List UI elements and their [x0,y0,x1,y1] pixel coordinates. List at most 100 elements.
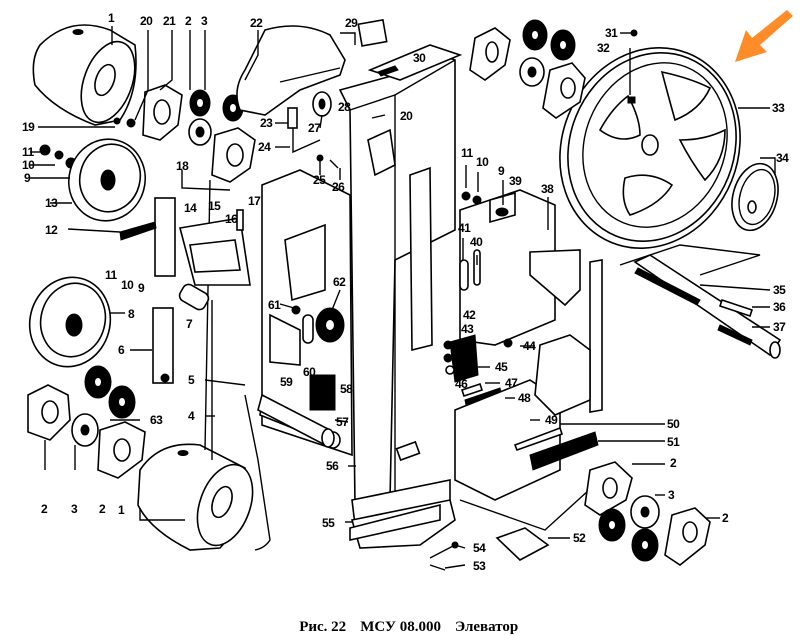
bearing-flange-group-bottom-left [27,365,146,479]
part-label: 44 [523,339,536,353]
pulley-34 [731,162,779,232]
part-label: 54 [473,541,486,555]
part-label: 36 [773,300,786,314]
part-label: 17 [248,194,261,208]
part-label: 49 [545,413,558,427]
shaft-57 [257,393,335,448]
part-label: 25 [313,173,326,187]
drive-drum-top [32,24,137,126]
part-label: 12 [45,223,58,237]
part-label: 33 [772,101,785,115]
figure-caption: Рис. 22 МСУ 08.000 Элеватор [0,602,810,636]
part-label: 40 [470,235,483,249]
part-label: 47 [505,376,518,390]
part-label: 11 [22,145,35,159]
boot-55-56 [349,479,456,549]
part-label: 9 [24,171,31,185]
part-label: 52 [573,531,586,545]
part-label: 9 [138,281,145,295]
part-label: 11 [461,146,474,160]
part-label: 21 [163,14,176,28]
part-label: 63 [150,413,163,427]
part-label: 6 [118,343,125,357]
part-label: 31 [605,26,618,40]
part-label: 20 [140,14,153,28]
arrow-pointer-icon [735,10,793,62]
small-parts-23-28 [287,18,388,169]
part-label: 14 [184,201,197,215]
bearing-flange-group-top-right [469,19,586,119]
leader-lines [30,26,776,569]
part-label: 3 [71,502,78,516]
part-label: 16 [225,212,238,226]
part-label: 34 [776,151,789,165]
top-frame-30 [367,44,463,81]
figure-code: МСУ 08.000 [360,619,441,635]
part-label: 4 [188,409,195,423]
figure-number: Рис. 22 [299,619,347,635]
part-label: 60 [303,365,316,379]
large-pulley-33 [559,29,741,249]
part-label: 28 [338,100,351,114]
belt [244,394,271,551]
part-label: 59 [280,375,293,389]
part-label: 43 [461,322,474,336]
part-label: 62 [333,275,346,289]
elevator-exploded-diagram: 1 20 21 2 3 22 29 30 28 20 23 27 24 25 2… [22,10,793,573]
part-label: 8 [128,307,135,321]
bearing-flange-group-top-left [113,84,256,183]
part-label: 20 [400,109,413,123]
part-label: 51 [667,435,680,449]
drive-drum-bottom [137,443,254,551]
lower-right-plates [443,334,601,531]
part-label: 41 [458,221,471,235]
part-label: 38 [541,182,554,196]
part-label: 29 [345,16,358,30]
part-label: 24 [258,140,271,154]
part-label: 39 [509,174,522,188]
part-label: 57 [336,415,349,429]
part-label: 3 [201,14,208,28]
part-label: 10 [476,155,489,169]
part-label: 37 [773,320,786,334]
part-label: 56 [326,459,339,473]
part-label: 11 [105,268,118,282]
small-parts-52-54 [429,527,550,571]
part-label: 26 [332,180,345,194]
bracket-plates [119,197,251,460]
part-label: 18 [176,159,189,173]
part-label: 27 [308,121,321,135]
part-label: 2 [185,14,192,28]
bracket-38 [529,249,603,413]
part-label: 7 [186,317,193,331]
right-guide-panel [409,166,556,352]
part-label: 2 [722,511,729,525]
part-label: 19 [22,120,35,134]
part-label: 55 [322,516,335,530]
pulley-8 [28,276,112,368]
part-label: 1 [108,11,115,25]
part-label: 50 [667,417,680,431]
part-label: 23 [260,116,273,130]
part-label: 53 [473,559,486,573]
part-label: 15 [208,199,221,213]
part-label: 13 [45,196,58,210]
pulley-13 [67,138,147,222]
part-label: 46 [455,377,468,391]
part-label: 35 [773,283,786,297]
part-label: 2 [99,502,106,516]
part-label: 2 [41,502,48,516]
part-label: 1 [118,503,125,517]
part-label: 42 [463,308,476,322]
bearing-flange-group-bottom-right [584,461,711,566]
belt-side [204,179,211,451]
part-labels: 1 20 21 2 3 22 29 30 28 20 23 27 24 25 2… [22,11,790,573]
elevator-column [338,54,456,506]
part-label: 22 [250,16,263,30]
left-panel [259,169,353,457]
cover-22 [236,25,346,116]
figure-title: Элеватор [455,619,519,635]
part-label: 45 [495,360,508,374]
shaft-35-37 [619,244,782,359]
part-label: 30 [413,51,426,65]
